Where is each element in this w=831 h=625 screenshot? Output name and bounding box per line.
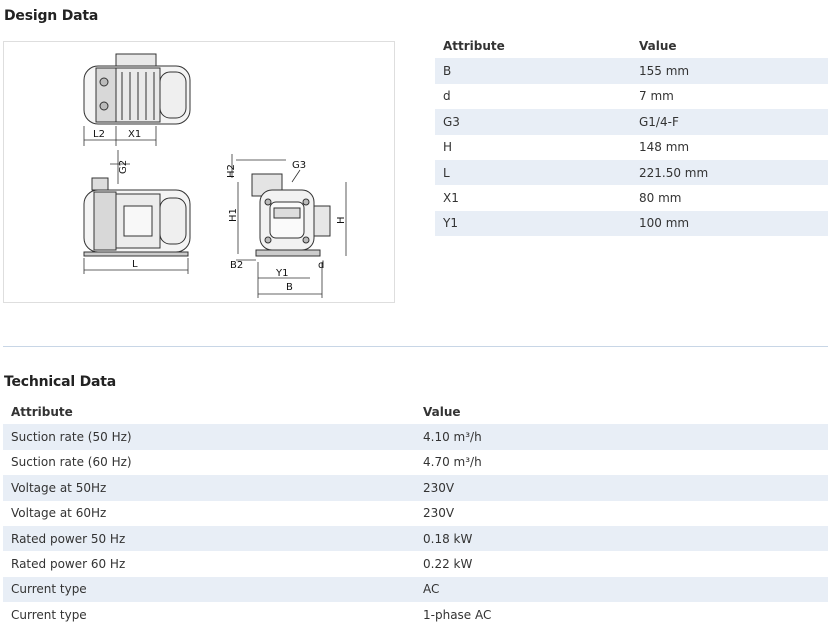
table-row: Suction rate (50 Hz) 4.10 m³/h: [3, 424, 828, 450]
attribute-cell: Voltage at 50Hz: [3, 475, 415, 501]
table-header-row: Attribute Value: [435, 33, 828, 58]
label-L: L: [132, 259, 138, 270]
attribute-cell: X1: [443, 191, 459, 206]
table-row: G3 G1/4-F: [435, 109, 828, 135]
label-X1: X1: [128, 129, 141, 140]
side-view: [83, 177, 191, 257]
value-cell: 4.70 m³/h: [423, 455, 482, 470]
section-divider: [3, 346, 828, 347]
value-cell: 100 mm: [631, 210, 828, 237]
table-row: Y1 100 mm: [435, 210, 828, 237]
attribute-cell: G3: [435, 109, 631, 135]
technical-data-table: Attribute Value Suction rate (50 Hz) 4.1…: [3, 399, 828, 625]
table-row: H 148 mm: [435, 135, 828, 160]
attribute-cell: Rated power 50 Hz: [3, 525, 415, 552]
value-cell: 0.18 kW: [415, 525, 828, 552]
value-cell: AC: [415, 576, 828, 603]
table-header-row: Attribute Value: [3, 399, 828, 424]
label-G2: G2: [118, 160, 129, 174]
top-view: [83, 53, 191, 125]
table-row: X1 80 mm: [435, 185, 828, 210]
table-row: L 221.50 mm: [435, 159, 828, 186]
column-header-attribute: Attribute: [11, 404, 73, 419]
label-Y1: Y1: [275, 268, 288, 279]
table-row: d 7 mm: [435, 84, 828, 109]
technical-data-heading: Technical Data: [4, 374, 117, 390]
column-header-value: Value: [639, 38, 677, 53]
label-H2: H2: [226, 164, 237, 178]
table-row: Current type 1-phase AC: [3, 602, 828, 625]
table-row: Rated power 60 Hz 0.22 kW: [3, 551, 828, 576]
value-cell: 155 mm: [631, 58, 828, 84]
attribute-cell: Suction rate (50 Hz): [3, 424, 415, 450]
column-header-value: Value: [423, 404, 461, 419]
label-G3: G3: [292, 160, 306, 171]
pump-dimension-svg: L2 X1 G2 L: [83, 53, 347, 298]
table-row: Current type AC: [3, 576, 828, 603]
value-cell: 230V: [423, 506, 455, 521]
table-row: Voltage at 50Hz 230V: [3, 475, 828, 501]
value-cell: 148 mm: [639, 140, 690, 155]
attribute-cell: Rated power 60 Hz: [11, 557, 126, 572]
attribute-cell: Current type: [3, 576, 415, 603]
attribute-cell: Suction rate (60 Hz): [11, 455, 132, 470]
label-d: d: [318, 260, 324, 271]
value-cell: 80 mm: [639, 191, 682, 206]
label-H1: H1: [228, 208, 239, 222]
attribute-cell: Y1: [435, 210, 631, 237]
table-row: Rated power 50 Hz 0.18 kW: [3, 525, 828, 552]
value-cell: 221.50 mm: [631, 159, 828, 186]
value-cell: 1-phase AC: [423, 607, 492, 622]
value-cell: 0.22 kW: [423, 557, 473, 572]
attribute-cell: Current type: [11, 607, 87, 622]
design-data-heading: Design Data: [4, 8, 99, 24]
attribute-cell: Voltage at 60Hz: [11, 506, 107, 521]
table-row: B 155 mm: [435, 58, 828, 84]
value-cell: G1/4-F: [631, 109, 828, 135]
front-view: [251, 173, 331, 257]
attribute-cell: d: [443, 89, 451, 104]
table-row: Suction rate (60 Hz) 4.70 m³/h: [3, 450, 828, 475]
value-cell: 7 mm: [639, 89, 674, 104]
label-B2: B2: [230, 260, 243, 271]
table-row: Voltage at 60Hz 230V: [3, 501, 828, 526]
label-H: H: [336, 216, 347, 224]
label-B: B: [286, 282, 293, 293]
value-cell: 230V: [415, 475, 828, 501]
design-data-table: Attribute Value B 155 mm d 7 mm G3 G1/4-…: [435, 33, 828, 237]
column-header-attribute: Attribute: [443, 38, 505, 53]
attribute-cell: H: [443, 140, 453, 155]
attribute-cell: B: [435, 58, 631, 84]
label-L2: L2: [93, 129, 105, 140]
value-cell: 4.10 m³/h: [415, 424, 828, 450]
dimension-drawing: L2 X1 G2 L: [3, 41, 395, 303]
attribute-cell: L: [435, 159, 631, 186]
